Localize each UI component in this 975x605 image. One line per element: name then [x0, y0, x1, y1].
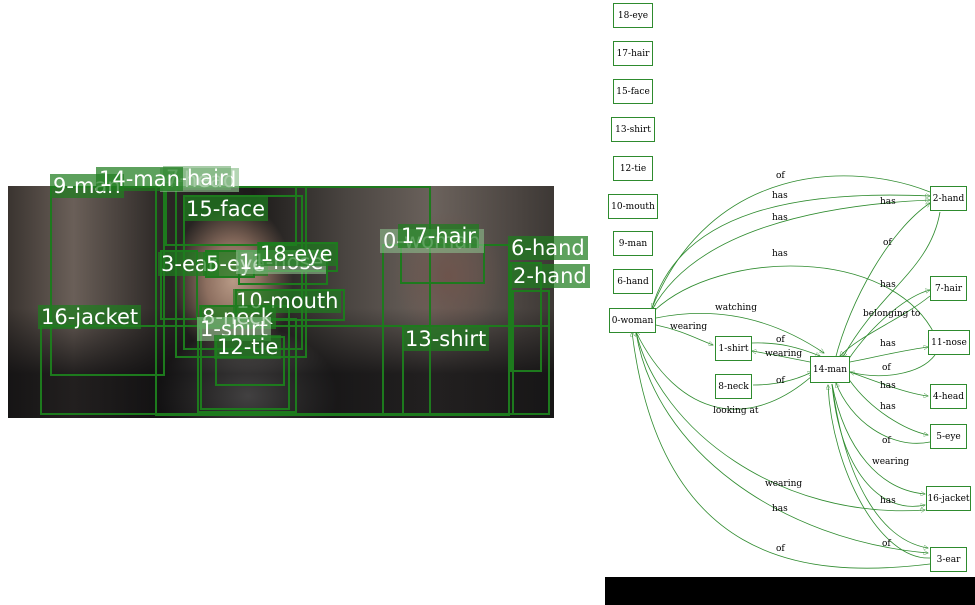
edge-ear-of-woman — [632, 332, 931, 569]
edge-label: looking at — [713, 406, 759, 416]
node-face-15: 15-face — [613, 79, 653, 104]
edge-label: watching — [715, 303, 757, 313]
edge-label: of — [883, 238, 892, 248]
edge-woman-wearing-shirt — [655, 324, 713, 345]
label-hair-17: 17-hair — [398, 224, 479, 248]
bottom-bar — [605, 577, 975, 605]
edge-belonging-to — [840, 295, 931, 356]
label-eye-18: 18-eye — [257, 242, 336, 266]
edge-label: has — [880, 402, 896, 412]
node-man-14: 14-man — [810, 356, 850, 383]
edge-label: of — [776, 544, 785, 554]
edge-man-has-ear — [831, 383, 928, 548]
label-man-14: 14-man — [96, 167, 183, 191]
edge-woman-has-ear — [635, 331, 928, 553]
edge-man-wearing-shirt — [752, 351, 811, 363]
node-tie-12: 12-tie — [613, 156, 653, 181]
edge-label: has — [772, 213, 788, 223]
edge-man-has-hand — [834, 203, 930, 361]
node-man-9: 9-man — [613, 231, 653, 256]
label-hand-2: 2-hand — [510, 264, 590, 288]
node-mouth-10: 10-mouth — [608, 194, 658, 219]
edge-label: has — [880, 496, 896, 506]
edge-man-wearing-jacket — [831, 383, 925, 494]
edge-shirt-of-man — [751, 342, 820, 356]
label-hand-6: 6-hand — [508, 236, 588, 260]
edge-nose-of-man — [850, 354, 936, 377]
node-head-4: 4-head — [930, 384, 967, 409]
edge-woman-wearing-jacket — [635, 331, 925, 511]
edge-label: of — [776, 171, 785, 181]
node-neck-8: 8-neck — [715, 374, 752, 399]
node-shirt-1: 1-shirt — [715, 336, 752, 361]
node-hand-2: 2-hand — [930, 186, 967, 211]
edge-label: of — [882, 539, 891, 549]
edge-hand-of-man — [843, 211, 941, 357]
edge-neck-of-man — [752, 372, 812, 386]
edge-label: of — [882, 436, 891, 446]
edge-woman-has-nose — [654, 265, 935, 335]
node-hair-7: 7-hair — [930, 276, 967, 301]
edge-man-has-head — [849, 371, 928, 396]
node-hair-17: 17-hair — [613, 41, 653, 66]
edge-label: has — [880, 339, 896, 349]
bbox-hand-2 — [512, 290, 550, 415]
bbox-hand-6 — [510, 262, 542, 372]
edge-man-has-eye — [847, 377, 928, 435]
edge-label: of — [882, 363, 891, 373]
edge-man-has-hair — [847, 290, 930, 361]
edge-woman-has-hand-b — [651, 200, 930, 311]
edge-label: wearing — [765, 349, 802, 359]
label-jacket: 16-jacket — [38, 305, 142, 329]
node-ear-3: 3-ear — [930, 547, 967, 572]
label-shirt-13: 13-shirt — [402, 327, 490, 351]
node-woman-0: 0-woman — [609, 308, 656, 333]
edge-man-has-jacket — [831, 383, 925, 506]
edge-ear-of-man — [828, 385, 931, 559]
edge-label: wearing — [670, 322, 707, 332]
graph-edges: of has has has watching wearing of weari… — [600, 171, 941, 569]
node-nose-11: 11-nose — [928, 330, 970, 355]
edge-label: wearing — [872, 457, 909, 467]
edge-label: has — [772, 504, 788, 514]
edge-label: has — [880, 381, 896, 391]
edge-looking-at — [636, 332, 813, 410]
edge-label: belonging to — [863, 309, 920, 319]
node-eye-18: 18-eye — [613, 3, 653, 28]
edge-label: has — [880, 197, 896, 207]
edge-label: of — [776, 376, 785, 386]
edge-woman-has-hand-a — [651, 195, 930, 309]
edge-watching — [655, 313, 824, 353]
label-mouth: 10-mouth — [233, 289, 342, 313]
edge-man-has-nose — [849, 347, 928, 363]
scene-graph: of has has has watching wearing of weari… — [600, 0, 975, 605]
edge-label: has — [880, 280, 896, 290]
edge-label: wearing — [765, 479, 802, 489]
node-hand-6: 6-hand — [613, 269, 653, 294]
edge-label: of — [776, 335, 785, 345]
edge-label: has — [772, 249, 788, 259]
edge-eye-of-man — [836, 383, 931, 444]
label-face: 15-face — [183, 197, 269, 221]
node-jacket-16: 16-jacket — [926, 486, 971, 511]
label-tie: 12-tie — [214, 335, 282, 359]
node-shirt-13: 13-shirt — [611, 117, 655, 142]
node-eye-5: 5-eye — [930, 424, 967, 449]
edge-label: has — [772, 191, 788, 201]
bbox-ear — [160, 250, 198, 320]
